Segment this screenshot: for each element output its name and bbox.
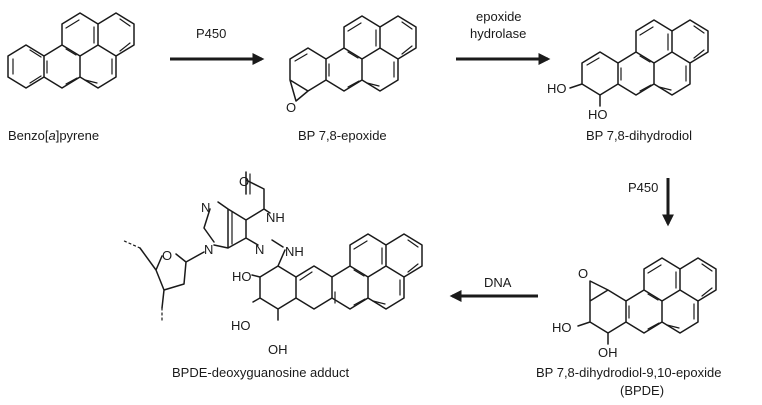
bp-dihydrodiol-structure: HO HO	[547, 19, 709, 122]
compound-name-adduct: BPDE-deoxyguanosine adduct	[172, 365, 349, 380]
ring-double-bonds	[628, 263, 713, 330]
pyrene-ring-bonds	[295, 233, 423, 310]
atom-nh-link: NH	[285, 244, 304, 259]
atom-ho-8: HO	[547, 81, 567, 96]
compound-name-epoxide: BP 7,8-epoxide	[298, 128, 387, 143]
arrow-label-p450-1: P450	[196, 26, 226, 41]
compound-name-bpde-line2: (BPDE)	[620, 383, 664, 398]
atom-oh: OH	[268, 342, 288, 357]
ring-double-bonds	[294, 21, 413, 88]
atom-ho-b: HO	[231, 318, 251, 333]
arrow-step-3: P450	[628, 178, 674, 227]
arrow-step-4: DNA	[449, 275, 538, 302]
compound-name-dihydrodiol: BP 7,8-dihydrodiol	[586, 128, 692, 143]
atom-nh: NH	[266, 210, 285, 225]
tetrahydro-ring-bonds	[251, 249, 297, 321]
atom-o-epoxide: O	[578, 266, 588, 281]
compound-name-bap: Benzo[a]pyrene	[8, 128, 99, 143]
ring-double-bonds	[12, 18, 131, 85]
bp-epoxide-structure: O	[286, 15, 417, 115]
arrow-label-dna: DNA	[484, 275, 512, 290]
atom-ho: HO	[552, 320, 572, 335]
atom-n9: N	[204, 242, 213, 257]
compound-name-bpde-line1: BP 7,8-dihydrodiol-9,10-epoxide	[536, 365, 722, 380]
arrow-label-p450-2: P450	[628, 180, 658, 195]
atom-o-carbonyl: O	[239, 174, 249, 189]
ring-bonds	[289, 15, 417, 102]
arrow-step-2: epoxide hydrolase	[456, 9, 551, 65]
atom-ho-7: HO	[588, 107, 608, 122]
pyrene-double-bonds	[299, 239, 419, 306]
bpde-dg-adduct-structure: HO HO OH NH O NH N N N O	[121, 171, 423, 357]
atom-o-sugar: O	[162, 248, 172, 263]
atom-ho-a: HO	[232, 269, 252, 284]
sugar-ring-bonds	[139, 247, 205, 309]
ring-bonds	[577, 257, 717, 345]
ring-bonds	[7, 12, 135, 89]
atom-n7: N	[201, 200, 210, 215]
arrow-label-epoxide: epoxide	[476, 9, 522, 24]
sugar-dashed-bonds	[121, 239, 163, 321]
atom-oh: OH	[598, 345, 618, 360]
benzo-a-pyrene-structure	[7, 12, 135, 89]
atom-n3: N	[255, 242, 264, 257]
ring-bonds	[569, 19, 709, 107]
guanine-double-bonds	[231, 173, 251, 245]
ring-double-bonds	[586, 25, 705, 92]
guanine-ring-bonds	[203, 171, 284, 249]
arrow-step-1: P450	[170, 26, 265, 65]
atom-o-epoxide: O	[286, 100, 296, 115]
arrow-label-hydrolase: hydrolase	[470, 26, 526, 41]
bpde-structure: O HO OH	[552, 257, 717, 360]
